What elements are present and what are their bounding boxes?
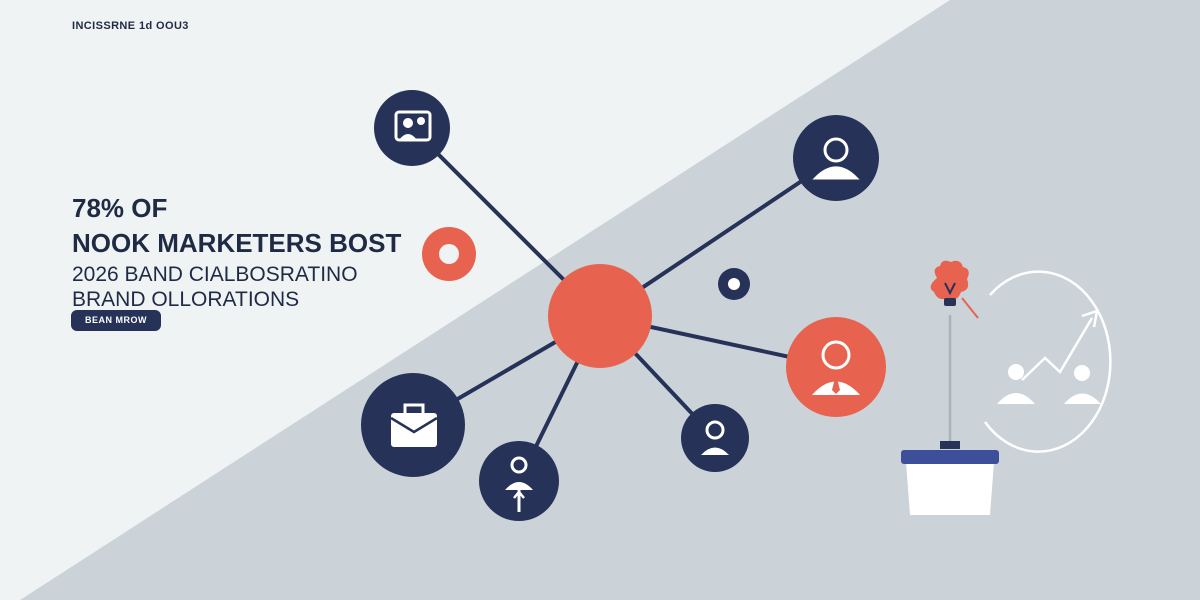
center-hub-node xyxy=(548,264,652,368)
coral-ring-decoration xyxy=(422,227,476,281)
person-icon xyxy=(505,456,533,512)
learn-more-button[interactable]: BEAN MROW xyxy=(71,310,161,331)
node-person-bottom-right xyxy=(681,404,749,472)
storage-box xyxy=(901,441,999,515)
person-with-tie-icon xyxy=(812,340,860,395)
node-coral-person xyxy=(786,317,886,417)
node-team-photo xyxy=(374,90,450,166)
headline-line-3: 2026 BAND CIALBOSRATINO xyxy=(72,263,358,286)
headline-line-4: BRAND OLLORATIONS xyxy=(72,288,300,311)
headline-line-1: 78% OF xyxy=(72,193,168,223)
node-person-bottom xyxy=(479,441,559,521)
brand-logo-text: INCISSRNE 1d OOU3 xyxy=(72,20,189,32)
growth-arc xyxy=(983,270,1112,453)
team-photo-icon xyxy=(394,110,432,142)
growth-arrow-icon xyxy=(1021,317,1094,381)
briefcase-icon xyxy=(390,403,438,447)
person-icon xyxy=(701,420,729,455)
person-icon xyxy=(812,137,860,180)
headline-line-2: NOOK MARKETERS BOST xyxy=(72,228,402,258)
node-person-top-right xyxy=(793,115,879,201)
lightbulb-brain-icon xyxy=(930,260,979,319)
growth-illustration xyxy=(901,260,1112,515)
people-pair-icon xyxy=(997,364,1101,404)
headline-block: 78% OF NOOK MARKETERS BOST 2026 BAND CIA… xyxy=(72,192,432,312)
navy-ring-decoration xyxy=(718,268,750,300)
node-briefcase xyxy=(361,373,465,477)
